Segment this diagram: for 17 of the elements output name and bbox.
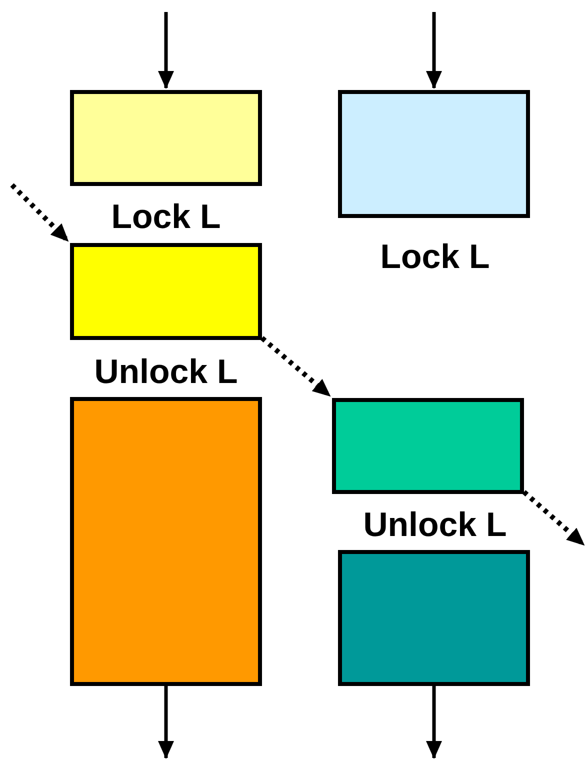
arrow [260, 336, 332, 398]
arrow [10, 183, 70, 243]
box-label: Unlock L [363, 508, 507, 542]
arrow [158, 686, 174, 759]
process-box [70, 243, 262, 340]
arrow [158, 12, 174, 89]
box-label: Unlock L [94, 355, 238, 389]
process-box [338, 90, 530, 218]
box-label: Lock L [111, 200, 221, 234]
box-label: Lock L [380, 240, 490, 274]
arrow [522, 490, 586, 547]
process-box [332, 398, 524, 494]
arrow [426, 12, 442, 89]
process-box [70, 90, 262, 186]
arrow [426, 686, 442, 759]
process-box [338, 550, 530, 686]
process-box [70, 397, 262, 686]
